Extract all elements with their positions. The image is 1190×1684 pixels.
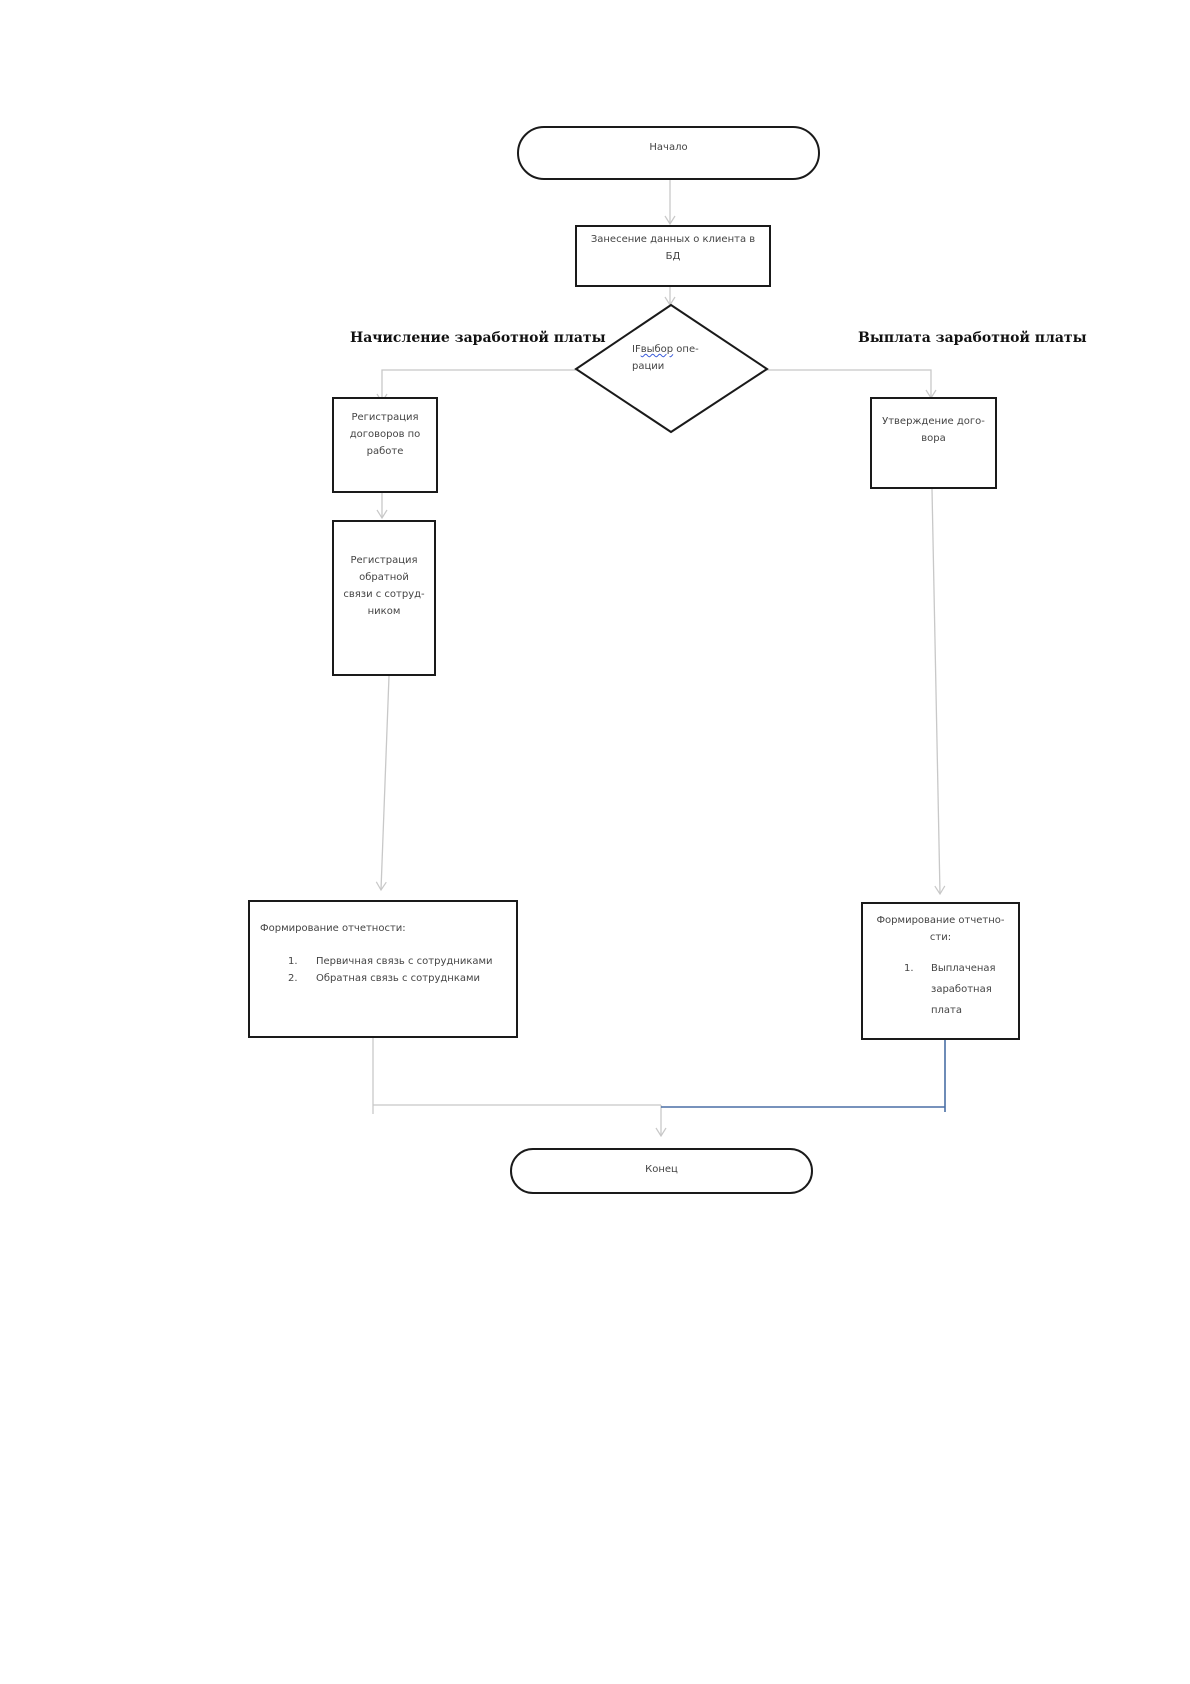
start-label: Начало xyxy=(649,142,688,153)
approve-contract-box: Утверждение дого- вора xyxy=(870,397,997,489)
report-left-title: Формирование отчетности: xyxy=(260,923,406,934)
start-terminator: Начало xyxy=(517,126,820,180)
report-left-list: 1. Первичная связь с сотрудниками 2. Обр… xyxy=(260,953,516,987)
register-contracts-box: Регистрация договоров по работе xyxy=(332,397,438,493)
enter-data-label: Занесение данных о клиента в БД xyxy=(590,234,756,262)
right-branch-title: Выплата заработной платы xyxy=(858,330,1087,346)
decision-label: IFвыбор опе- рации xyxy=(632,344,699,372)
connector-approve-to-report xyxy=(931,488,946,896)
list-item: 1. Первичная связь с сотрудниками xyxy=(288,956,493,967)
list-item: 2. Обратная связь с сотруднками xyxy=(288,973,481,984)
spellcheck-word: выбор xyxy=(640,344,674,355)
left-branch-title: Начисление заработной платы xyxy=(350,330,606,346)
decision-diamond xyxy=(574,303,769,434)
connector-decision-left xyxy=(376,369,576,404)
register-feedback-box: Регистрация обратной связи с сотруд- ник… xyxy=(332,520,436,676)
report-left-box: Формирование отчетности: 1. Первичная св… xyxy=(248,900,518,1038)
connector-decision-right xyxy=(766,369,937,400)
connector-feedback-to-report xyxy=(375,675,390,892)
enter-data-box: Занесение данных о клиента в БД xyxy=(575,225,771,287)
report-right-box: Формирование отчетно- сти: 1. Выплаченая… xyxy=(861,902,1020,1040)
end-terminator: Конец xyxy=(510,1148,813,1194)
end-label: Конец xyxy=(645,1164,678,1175)
report-right-list: 1. Выплаченая заработная плата xyxy=(904,963,996,1016)
